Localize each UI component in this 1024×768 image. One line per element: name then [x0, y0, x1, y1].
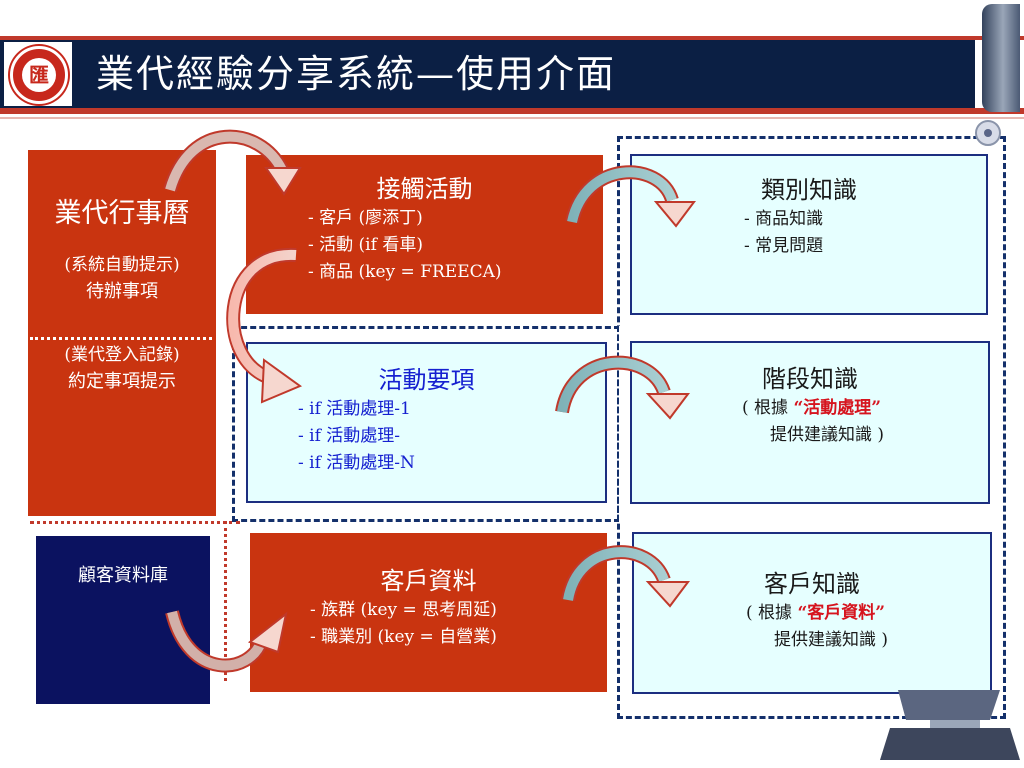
- decorative-disc-icon: [975, 120, 1001, 146]
- calendar-separator: [30, 337, 212, 340]
- logo-text: 匯: [29, 63, 49, 87]
- decorative-bar: [982, 4, 1020, 112]
- category-knowledge-item-2: - 常見問題: [744, 236, 824, 256]
- stage-knowledge-box: 階段知識 ( 根據 “活動處理” 提供建議知識 ): [630, 341, 990, 504]
- customer-info-box: 客戶資料 - 族群 (key = 思考周延) - 職業別 (key = 自營業): [250, 533, 607, 692]
- contact-item-1: - 客戶 (廖添丁): [308, 208, 423, 228]
- calendar-line-2: 待辦事項: [86, 281, 158, 302]
- customer-knowledge-title: 客戶知識: [764, 570, 860, 598]
- contact-item-2: - 活動 (if 看車): [308, 235, 423, 255]
- activity-item-2: - if 活動處理-: [298, 426, 401, 446]
- dotted-divider-vertical: [224, 521, 227, 681]
- header-bottom-line: [0, 117, 1024, 119]
- customer-knowledge-line-1: ( 根據 “客戶資料”: [634, 600, 990, 627]
- customer-info-item-1: - 族群 (key = 思考周延): [310, 600, 497, 620]
- customer-db-box: 顧客資料庫: [36, 536, 210, 704]
- customer-knowledge-highlight: “客戶資料”: [797, 603, 886, 623]
- calendar-box: 業代行事曆 (系統自動提示) 待辦事項 (業代登入記錄) 約定事項提示: [28, 150, 216, 516]
- activity-item-3: - if 活動處理-N: [298, 453, 415, 473]
- activity-items-list: - if 活動處理-1 - if 活動處理- - if 活動處理-N: [248, 396, 605, 477]
- arrow-calendar-to-contact: [163, 129, 302, 196]
- activity-item-1: - if 活動處理-1: [298, 399, 411, 419]
- stage-knowledge-highlight: “活動處理”: [793, 398, 882, 418]
- contact-activity-title: 接觸活動: [376, 175, 473, 203]
- activity-items-box: 活動要項 - if 活動處理-1 - if 活動處理- - if 活動處理-N: [246, 342, 607, 503]
- category-knowledge-title: 類別知識: [761, 176, 857, 204]
- header-top-stripe: [0, 36, 1024, 40]
- header-bottom-stripe: [0, 108, 1024, 114]
- arrow-db-to-customer-info: [165, 610, 288, 673]
- calendar-title: 業代行事曆: [54, 198, 190, 229]
- calendar-line-3: (業代登入記錄): [64, 345, 180, 365]
- stage-knowledge-prefix: ( 根據: [742, 398, 789, 418]
- contact-item-3: - 商品 (key = FREECA): [308, 262, 502, 282]
- calendar-line-4: 約定事項提示: [68, 371, 176, 392]
- activity-group-border: [232, 326, 620, 522]
- customer-knowledge-prefix: ( 根據: [746, 603, 793, 623]
- stage-knowledge-title: 階段知識: [762, 365, 858, 393]
- customer-info-title: 客戶資料: [380, 567, 477, 595]
- header-band: [0, 40, 975, 108]
- contact-activity-box: 接觸活動 - 客戶 (廖添丁) - 活動 (if 看車) - 商品 (key =…: [246, 155, 603, 314]
- contact-activity-list: - 客戶 (廖添丁) - 活動 (if 看車) - 商品 (key = FREE…: [246, 205, 603, 286]
- calendar-line-1: (系統自動提示): [64, 255, 180, 275]
- monitor-stand-icon: [880, 690, 1020, 760]
- category-knowledge-item-1: - 商品知識: [744, 209, 824, 229]
- customer-info-list: - 族群 (key = 思考周延) - 職業別 (key = 自營業): [250, 597, 607, 651]
- border-gap: [619, 326, 627, 522]
- category-knowledge-list: - 商品知識 - 常見問題: [632, 206, 986, 260]
- stage-knowledge-line-1: ( 根據 “活動處理”: [632, 395, 988, 422]
- dotted-divider-horizontal: [30, 521, 240, 524]
- customer-knowledge-line-2: 提供建議知識 ): [774, 630, 889, 650]
- page-title: 業代經驗分享系統—使用介面: [96, 52, 617, 96]
- customer-knowledge-box: 客戶知識 ( 根據 “客戶資料” 提供建議知識 ): [632, 532, 992, 694]
- stage-knowledge-line-2: 提供建議知識 ): [770, 425, 885, 445]
- activity-items-title: 活動要項: [378, 366, 475, 394]
- customer-db-title: 顧客資料庫: [78, 565, 168, 586]
- arrow-info-to-customer-knowledge: [561, 545, 690, 608]
- arrow-activity-to-stage: [555, 355, 690, 420]
- customer-info-item-2: - 職業別 (key = 自營業): [310, 627, 497, 647]
- category-knowledge-box: 類別知識 - 商品知識 - 常見問題: [630, 154, 988, 315]
- arrow-contact-to-category: [565, 165, 696, 228]
- logo-inner-circle: [22, 58, 56, 92]
- arrow-contact-to-activity: [226, 247, 303, 404]
